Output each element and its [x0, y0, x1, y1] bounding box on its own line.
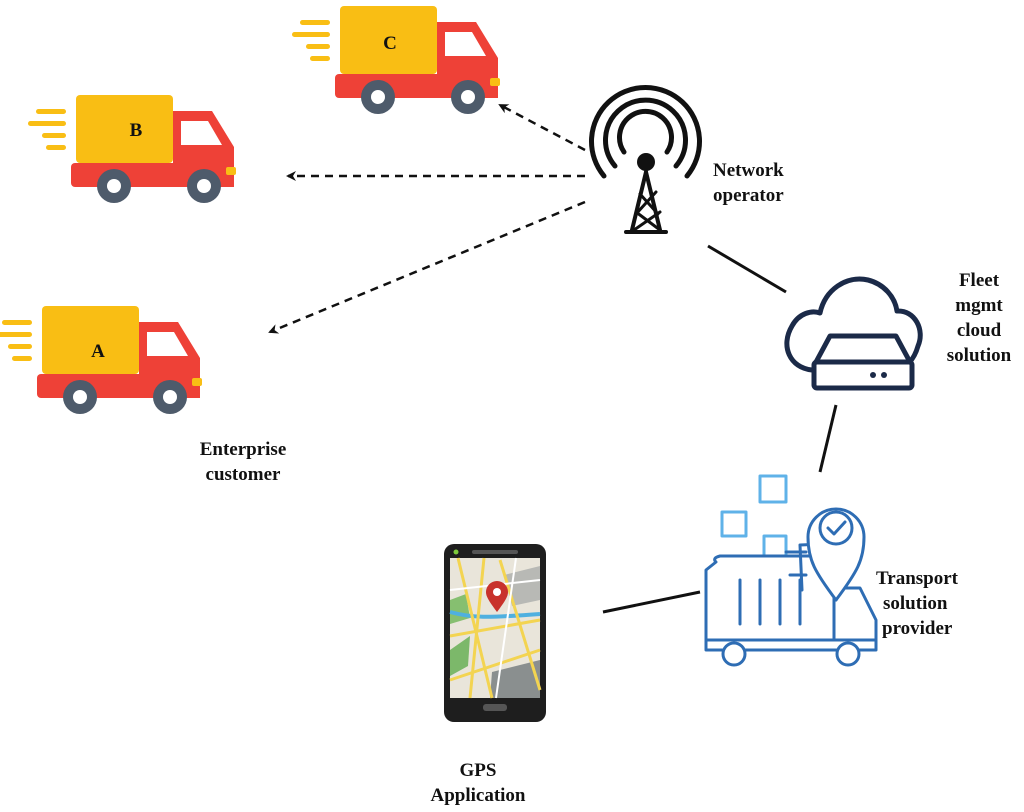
arrow-to-truck-c	[498, 103, 586, 152]
truck-c-letter: C	[383, 33, 397, 54]
delivery-truck-location-icon	[704, 474, 878, 667]
truck-a-icon: A	[0, 306, 202, 414]
link-cloud-transport	[818, 404, 838, 473]
transport-provider-label: Transport solution provider	[876, 568, 958, 639]
truck-a-letter: A	[91, 341, 105, 362]
truck-b-letter: B	[130, 120, 143, 141]
arrow-to-truck-a	[268, 200, 586, 334]
radio-tower-icon	[589, 84, 702, 234]
cloud-server-icon	[784, 276, 923, 391]
link-tower-cloud	[707, 244, 787, 294]
truck-c-icon: C	[292, 6, 500, 114]
link-transport-phone	[602, 590, 701, 614]
smartphone-map-icon	[444, 544, 546, 722]
truck-b-icon: B	[28, 95, 236, 203]
